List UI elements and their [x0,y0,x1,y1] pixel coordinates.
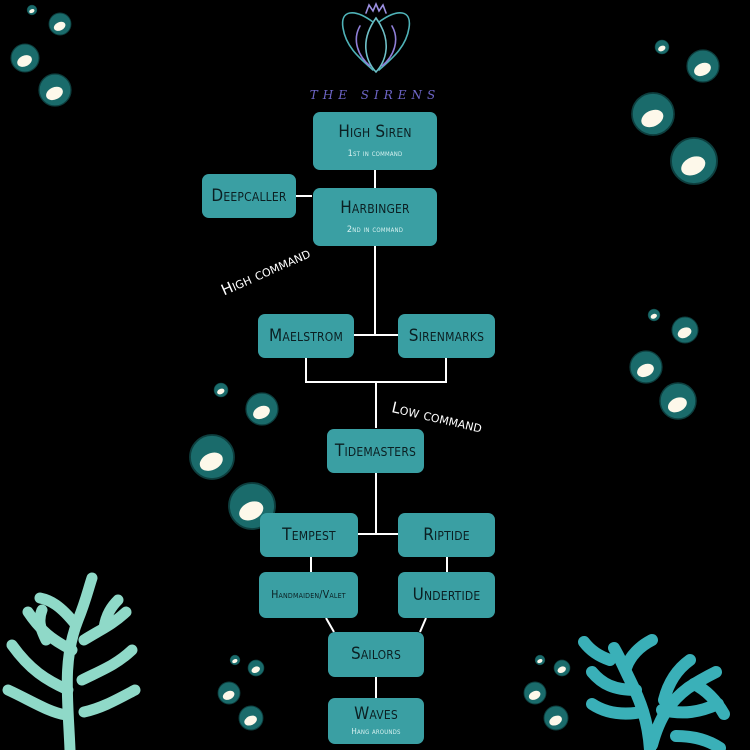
node-riptide[interactable]: Riptide [398,513,495,557]
node-label: Waves [354,704,398,724]
node-label: Harbinger [340,197,410,218]
node-handmaiden-valet[interactable]: Handmaiden/Valet [259,572,358,618]
node-sailors[interactable]: Sailors [328,632,424,677]
node-label: Deepcaller [211,185,287,206]
page-title: THE SIRENS [309,88,441,102]
node-sublabel: 1st in command [347,148,403,159]
node-deepcaller[interactable]: Deepcaller [202,174,296,218]
node-label: Undertide [412,584,481,605]
node-harbinger[interactable]: Harbinger 2nd in command [313,188,437,246]
node-waves[interactable]: Waves Hang arounds [328,698,424,744]
node-sublabel: 2nd in command [346,224,404,235]
coral-icon-left [2,572,141,750]
node-label: Sailors [350,644,402,664]
node-tempest[interactable]: Tempest [260,513,358,557]
node-label: Tidemasters [334,440,417,461]
siren-crown-logo [341,1,411,74]
node-label: Handmaiden/Valet [271,588,346,601]
connector-lines [286,170,448,698]
node-sirenmarks[interactable]: Sirenmarks [398,314,495,358]
node-sublabel: Hang arounds [351,727,401,736]
node-label: Riptide [423,524,470,545]
node-label: High Siren [338,121,412,142]
coral-icon-right [578,634,730,750]
node-label: Tempest [282,524,336,545]
node-label: Maelstrom [269,325,343,346]
node-high-siren[interactable]: High Siren 1st in command [313,112,437,170]
node-label: Sirenmarks [408,325,485,346]
node-maelstrom[interactable]: Maelstrom [258,314,354,358]
node-undertide[interactable]: Undertide [398,572,495,618]
node-tidemasters[interactable]: Tidemasters [327,429,424,473]
